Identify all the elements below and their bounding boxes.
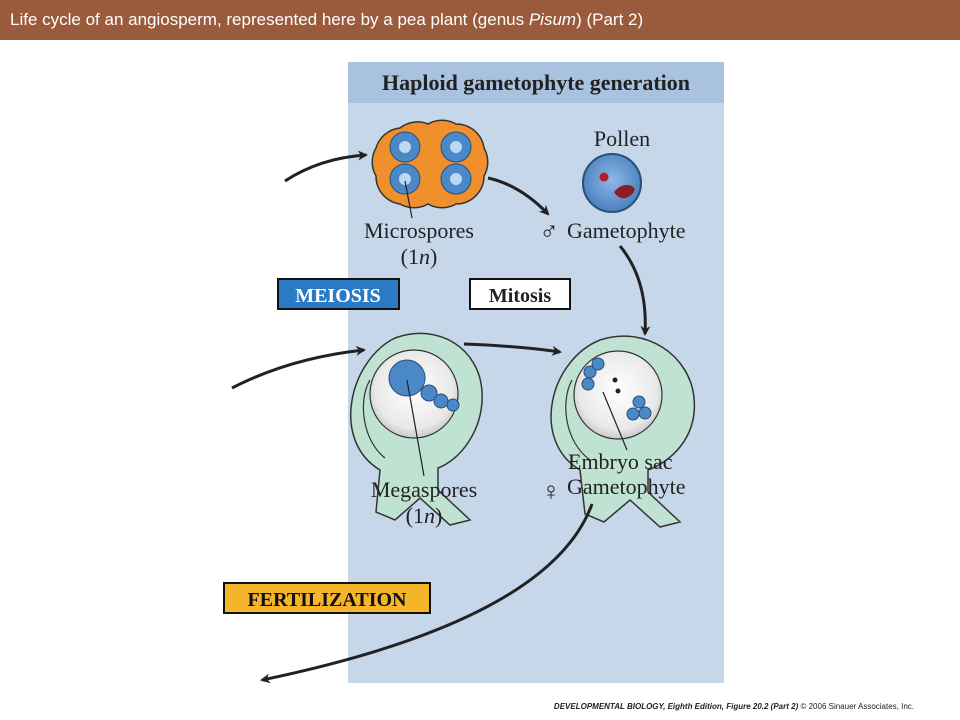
arrow-to-fertilization-exit <box>260 503 594 684</box>
pollen-grain-icon <box>582 153 642 213</box>
meiosis-label: MEIOSIS <box>295 285 381 307</box>
megaspores-label: Megaspores <box>371 477 477 502</box>
figure-credit-book: DEVELOPMENTAL BIOLOGY, Eighth Edition, F… <box>553 702 799 711</box>
mitosis-label: Mitosis <box>489 285 551 307</box>
arrow-to-microspores <box>284 150 368 183</box>
life-cycle-diagram: Haploid gametophyte generation Microspor… <box>223 62 724 684</box>
arrow-to-megaspores <box>231 345 366 390</box>
microspores-ploidy: (1n) <box>401 244 438 269</box>
meiosis-box <box>277 278 400 310</box>
female-symbol: ♀ <box>541 477 561 506</box>
megaspore-ovule-icon <box>349 332 483 526</box>
mitosis-box <box>469 278 571 310</box>
megaspores-ploidy: (1n) <box>406 503 443 528</box>
fertilization-box <box>223 582 431 614</box>
fertilization-label: FERTILIZATION <box>248 589 408 611</box>
microspore-tetrad-icon <box>371 119 489 209</box>
embryo-sac-ovule-icon <box>550 335 696 528</box>
slide-title-post: ) (Part 2) <box>576 10 644 29</box>
figure-credit-copyright: © 2006 Sinauer Associates, Inc. <box>800 702 914 711</box>
microspores-label: Microspores <box>364 218 474 243</box>
embryo-sac-label: Embryo sac <box>568 449 673 474</box>
arrow-pollen-to-embryo-sac <box>618 245 651 336</box>
pollen-label: Pollen <box>594 126 650 151</box>
haploid-panel-header <box>348 62 724 103</box>
slide-title-genus: Pisum <box>528 10 577 29</box>
slide-title-pre: Life cycle of an angiosperm, represented… <box>10 10 529 29</box>
arrow-microspores-to-pollen <box>487 176 550 216</box>
arrow-megaspores-to-embryo-sac <box>463 342 562 356</box>
figure-credit: DEVELOPMENTAL BIOLOGY, Eighth Edition, F… <box>554 702 914 711</box>
male-symbol: ♂ <box>539 217 559 246</box>
slide-title: Life cycle of an angiosperm, represented… <box>0 0 960 40</box>
microspores-leader-line <box>404 180 413 219</box>
megaspores-leader-line <box>406 379 425 477</box>
female-gametophyte-label: Gametophyte <box>567 474 686 499</box>
male-gametophyte-label: Gametophyte <box>567 218 686 243</box>
embryo-sac-leader-line <box>602 391 628 451</box>
panel-header-text: Haploid gametophyte generation <box>382 70 690 95</box>
